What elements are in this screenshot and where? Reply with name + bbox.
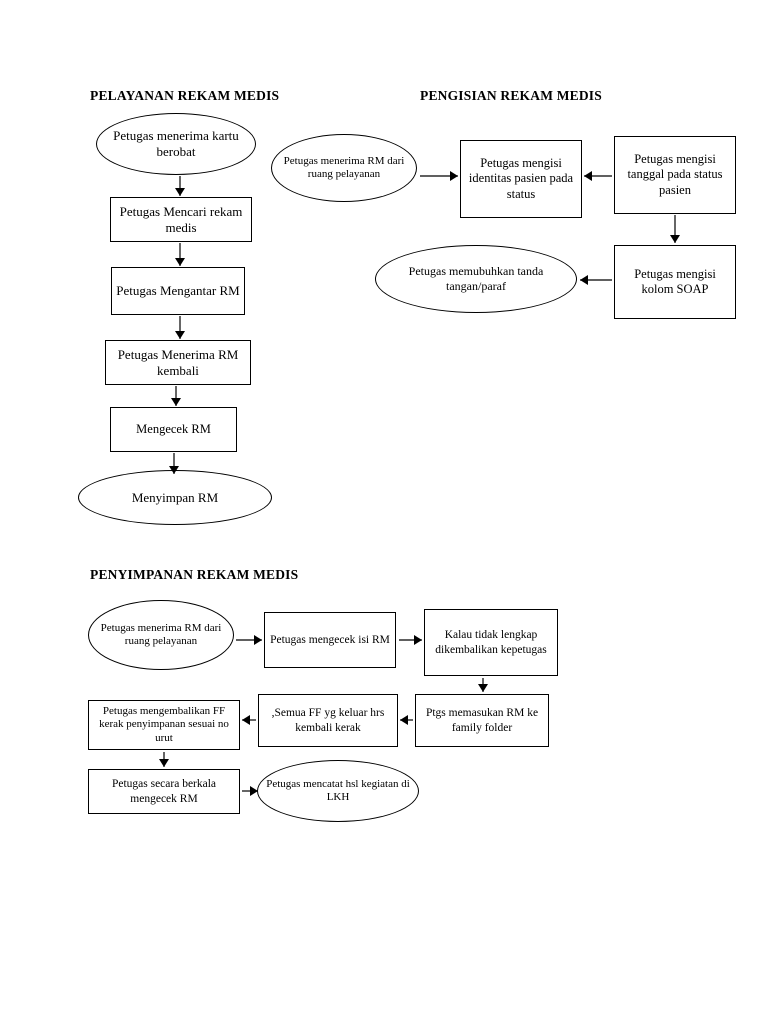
flow-node-n11[interactable]: Petugas memubuhkan tanda tangan/paraf — [375, 245, 577, 313]
flow-node-n15[interactable]: Ptgs memasukan RM ke family folder — [415, 694, 549, 747]
flow-node-label: Petugas mengisi identitas pasien pada st… — [468, 156, 574, 201]
flow-node-n7[interactable]: Petugas menerima RM dari ruang pelayanan — [271, 134, 417, 202]
flow-node-label: Petugas menerima RM dari ruang pelayanan — [100, 621, 222, 647]
arrow-n9-to-n10 — [667, 207, 683, 251]
arrow-n10-to-n11 — [572, 272, 620, 288]
flow-node-n13[interactable]: Petugas mengecek isi RM — [264, 612, 396, 668]
flow-node-label: Petugas menerima kartu berobat — [113, 128, 239, 159]
flow-node-label: Petugas mencatat hsl kegiatan di LKH — [266, 777, 410, 803]
flow-node-label: Petugas mengisi tanggal pada status pasi… — [627, 152, 723, 197]
arrow-n9-to-n8 — [576, 168, 620, 184]
flow-node-label: Petugas menerima RM dari ruang pelayanan — [283, 154, 405, 180]
flow-node-n8[interactable]: Petugas mengisi identitas pasien pada st… — [460, 140, 582, 218]
flow-node-label: Petugas mengecek isi RM — [270, 633, 390, 646]
arrow-n3-to-n4 — [172, 308, 188, 347]
flow-node-n10[interactable]: Petugas mengisi kolom SOAP — [614, 245, 736, 319]
flow-node-label: Ptgs memasukan RM ke family folder — [425, 707, 539, 734]
arrow-n15-to-n16 — [392, 712, 421, 728]
flow-node-n14[interactable]: Kalau tidak lengkap dikembalikan kepetug… — [424, 609, 558, 676]
arrow-n17-to-n18 — [156, 744, 172, 775]
flow-node-n4[interactable]: Petugas Menerima RM kembali — [105, 340, 251, 385]
arrow-n4-to-n5 — [168, 378, 184, 414]
flow-node-n16[interactable]: ,Semua FF yg keluar hrs kembali kerak — [258, 694, 398, 747]
section-title-penyimpanan: PENYIMPANAN REKAM MEDIS — [90, 567, 299, 582]
section-title-pengisian: PENGISIAN REKAM MEDIS — [420, 88, 602, 103]
flow-node-label: ,Semua FF yg keluar hrs kembali kerak — [271, 707, 385, 734]
flow-node-n2[interactable]: Petugas Mencari rekam medis — [110, 197, 252, 242]
arrow-n7-to-n8 — [412, 168, 466, 184]
arrow-n13-to-n14 — [391, 632, 430, 648]
flow-node-n17[interactable]: Petugas mengembalikan FF kerak penyimpan… — [88, 700, 240, 750]
flow-node-label: Kalau tidak lengkap dikembalikan kepetug… — [435, 629, 547, 656]
flow-node-label: Petugas secara berkala mengecek RM — [111, 778, 217, 805]
section-title-pelayanan: PELAYANAN REKAM MEDIS — [90, 88, 280, 103]
flow-node-label: Petugas mengembalikan FF kerak penyimpan… — [99, 704, 229, 744]
arrow-n5-to-n6 — [166, 445, 182, 482]
arrow-n1-to-n2 — [172, 168, 188, 204]
arrow-n18-to-n19 — [234, 783, 266, 799]
flow-node-label: Mengecek RM — [136, 421, 211, 436]
flow-node-label: Menyimpan RM — [131, 489, 219, 505]
arrow-n12-to-n13 — [228, 632, 270, 648]
flow-node-label: Petugas Mencari rekam medis — [119, 203, 243, 235]
flow-node-label: Petugas mengisi kolom SOAP — [634, 266, 716, 296]
flow-node-label: Petugas memubuhkan tanda tangan/paraf — [408, 264, 544, 293]
flow-node-n9[interactable]: Petugas mengisi tanggal pada status pasi… — [614, 136, 736, 214]
flow-node-n18[interactable]: Petugas secara berkala mengecek RM — [88, 769, 240, 814]
flow-node-label: Petugas Menerima RM kembali — [117, 346, 239, 378]
arrow-n16-to-n17 — [234, 712, 264, 728]
flow-node-n3[interactable]: Petugas Mengantar RM — [111, 267, 245, 315]
arrow-n14-to-n15 — [475, 670, 491, 700]
arrow-n2-to-n3 — [172, 235, 188, 274]
flow-node-n1[interactable]: Petugas menerima kartu berobat — [96, 113, 256, 175]
flow-node-n5[interactable]: Mengecek RM — [110, 407, 237, 452]
flow-node-n12[interactable]: Petugas menerima RM dari ruang pelayanan — [88, 600, 234, 670]
flow-node-label: Petugas Mengantar RM — [116, 283, 240, 299]
flow-node-n19[interactable]: Petugas mencatat hsl kegiatan di LKH — [257, 760, 419, 822]
